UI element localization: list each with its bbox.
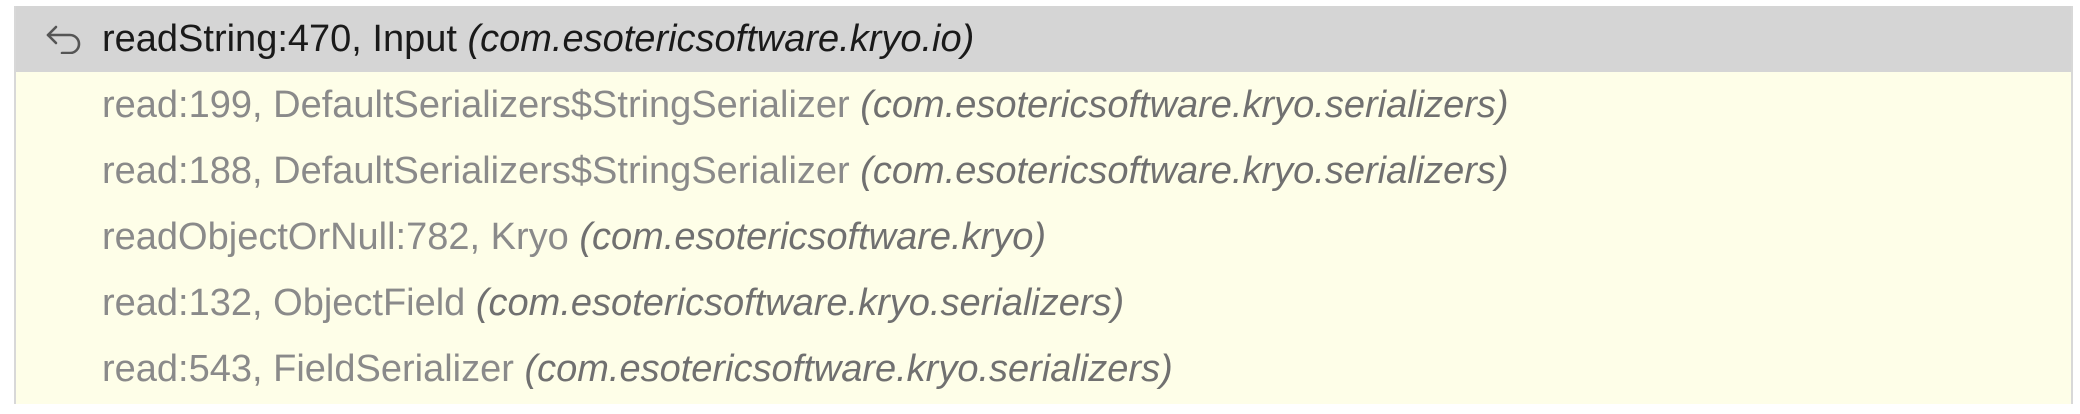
frame-row[interactable]: read:199, DefaultSerializers$StringSeria… xyxy=(16,72,2071,138)
frame-row[interactable]: read:132, ObjectField (com.esotericsoftw… xyxy=(16,270,2071,336)
frame-package: (com.esotericsoftware.kryo.serializers) xyxy=(860,84,1509,126)
frame-row-selected[interactable]: readString:470, Input (com.esotericsoftw… xyxy=(16,6,2071,72)
frame-method: readString:470, Input xyxy=(102,18,457,60)
frame-package: (com.esotericsoftware.kryo.io) xyxy=(467,18,975,60)
frame-package: (com.esotericsoftware.kryo.serializers) xyxy=(860,150,1509,192)
frame-method: read:199, DefaultSerializers$StringSeria… xyxy=(102,84,850,126)
frame-method: readObjectOrNull:782, Kryo xyxy=(102,216,569,258)
frame-method: read:188, DefaultSerializers$StringSeria… xyxy=(102,150,850,192)
frame-package: (com.esotericsoftware.kryo.serializers) xyxy=(475,282,1125,324)
frame-method: read:543, FieldSerializer xyxy=(102,348,514,390)
frame-package: (com.esotericsoftware.kryo) xyxy=(579,216,1046,258)
frame-row[interactable]: read:543, FieldSerializer (com.esoterics… xyxy=(16,336,2071,402)
frames-list: readString:470, Input (com.esotericsoftw… xyxy=(14,6,2073,404)
return-arrow-icon xyxy=(46,25,81,54)
frame-row[interactable]: readObjectOrNull:782, Kryo (com.esoteric… xyxy=(16,204,2071,270)
frame-row[interactable]: read:188, DefaultSerializers$StringSeria… xyxy=(16,138,2071,204)
frame-package: (com.esotericsoftware.kryo.serializers) xyxy=(524,348,1173,390)
frame-method: read:132, ObjectField xyxy=(102,282,466,324)
